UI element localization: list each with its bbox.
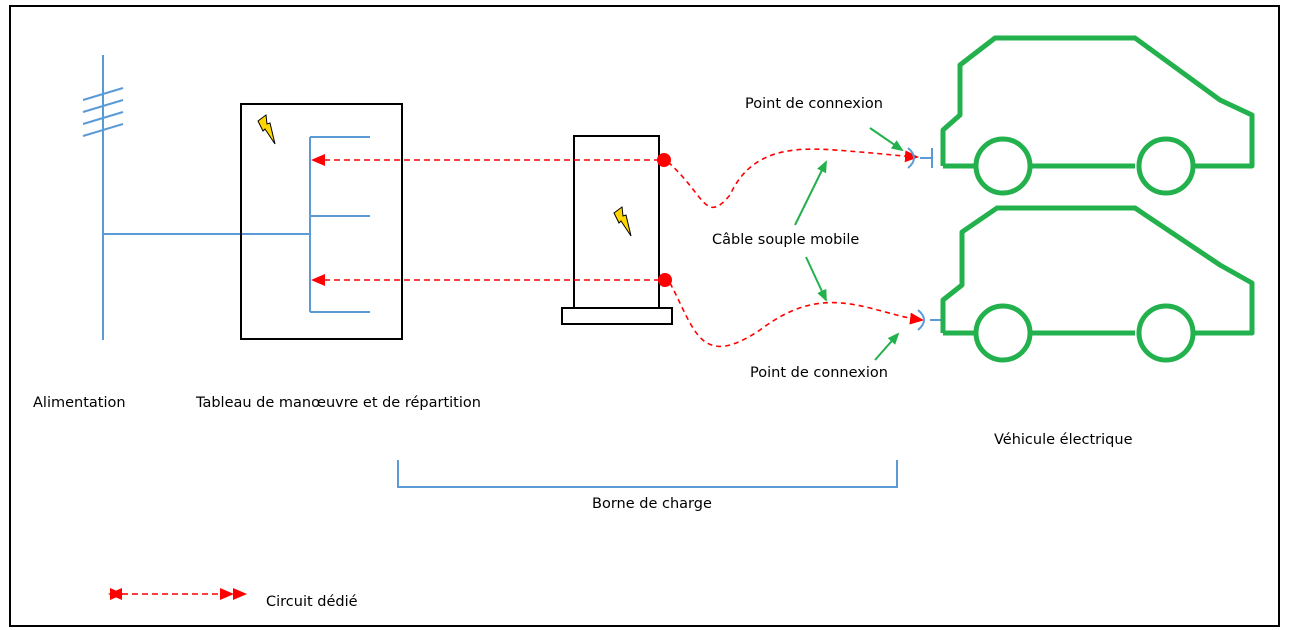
electric-vehicle-top <box>940 35 1255 196</box>
socket-icon <box>907 147 933 169</box>
switchboard-label: Tableau de manœuvre et de répartition <box>196 395 481 411</box>
pointer-arrow <box>794 160 827 226</box>
lightning-icon <box>613 206 632 237</box>
pointer-arrow <box>869 127 904 152</box>
station-outlet-top <box>657 153 671 167</box>
charging-station <box>561 135 673 325</box>
charging-station-label: Borne de charge <box>592 496 712 512</box>
pointer-arrow <box>805 256 827 302</box>
station-outlet-bottom <box>658 273 672 287</box>
legend-dedicated-circuit-label: Circuit dédié <box>266 594 358 610</box>
lightning-icon <box>257 114 276 145</box>
connection-point-label-top: Point de connexion <box>745 96 883 112</box>
pointer-arrow <box>874 332 900 361</box>
flexible-cable-label: Câble souple mobile <box>712 232 860 248</box>
electric-vehicle-bottom <box>940 205 1255 363</box>
electric-vehicle-label: Véhicule électrique <box>994 432 1133 448</box>
switchboard-panel <box>240 103 403 340</box>
diagram-frame <box>9 5 1280 627</box>
connection-point-label-bottom: Point de connexion <box>750 365 888 381</box>
charging-station-bracket <box>397 460 898 488</box>
power-supply-pole <box>82 55 124 340</box>
flexible-cable-bottom <box>669 282 924 348</box>
power-supply-label: Alimentation <box>33 395 126 411</box>
flexible-cable-top <box>667 148 919 209</box>
